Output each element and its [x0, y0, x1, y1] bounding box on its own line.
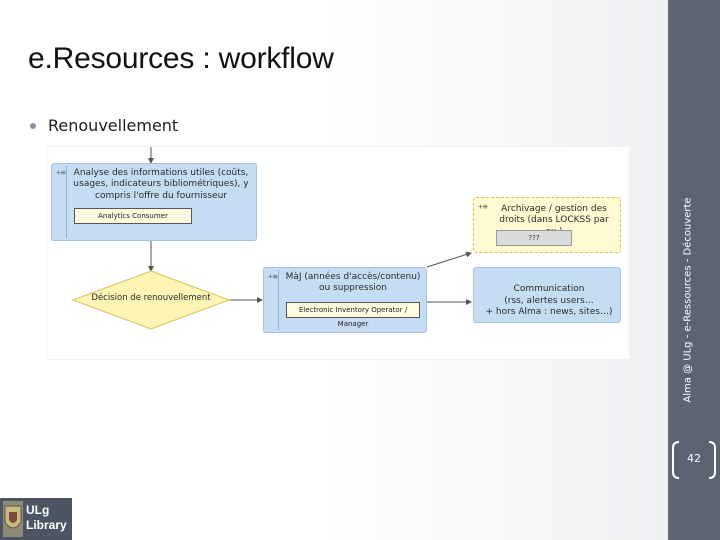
expand-marker: +≡	[56, 168, 66, 177]
sidebar-caption-text: Alma @ ULg - e-Ressources - Découverte	[682, 197, 694, 403]
communication-line-1: Communication	[513, 284, 585, 294]
sidebar-caption: Alma @ ULg - e-Ressources - Découverte	[680, 193, 696, 407]
archivage-role: ???	[496, 230, 572, 246]
maj-text: MàJ (années d'accès/contenu) ou suppress…	[285, 272, 421, 294]
maj-task-box: +≡ MàJ (années d'accès/contenu) ou suppr…	[263, 267, 427, 333]
expand-marker: +≡	[478, 202, 488, 211]
decision-diamond	[71, 270, 231, 330]
archivage-task-box: +≡ Archivage / gestion des droits (dans …	[473, 197, 621, 253]
analyse-text: Analyse des informations utiles (coûts, …	[73, 168, 249, 201]
diagram-connectors	[71, 147, 472, 330]
logo-line-1: ULg	[26, 503, 50, 517]
logo-text: ULg Library	[26, 503, 67, 533]
communication-task-box: Communication (rss, alertes users… + hor…	[473, 267, 621, 323]
page-number-frame: 42	[670, 440, 718, 480]
box-divider	[278, 270, 279, 330]
box-divider	[66, 166, 67, 238]
communication-line-3: + hors Alma : news, sites…)	[485, 307, 613, 318]
expand-marker: +≡	[268, 272, 278, 281]
analyse-role: Analytics Consumer	[74, 208, 192, 224]
maj-role: Electronic Inventory Operator / Manager	[286, 302, 420, 328]
arrow-maj-archivage	[426, 251, 472, 268]
bracket-icon	[672, 441, 716, 479]
logo-line-2: Library	[26, 518, 67, 532]
page-number: 42	[687, 452, 701, 465]
slide-title: e.Resources : workflow	[28, 42, 334, 75]
communication-text: Communication (rss, alertes users… + hor…	[482, 284, 616, 319]
communication-line-2: (rss, alertes users…	[504, 295, 594, 306]
bullet-item: Renouvellement	[30, 116, 178, 135]
analyse-task-box: +≡ Analyse des informations utiles (coût…	[51, 163, 257, 241]
decision-label: Décision de renouvellement	[91, 293, 211, 303]
bullet-text: Renouvellement	[48, 116, 179, 135]
right-sidebar	[668, 0, 720, 540]
university-seal-icon	[3, 501, 23, 537]
workflow-diagram: +≡ Analyse des informations utiles (coût…	[46, 146, 630, 360]
bullet-dot	[30, 122, 36, 129]
